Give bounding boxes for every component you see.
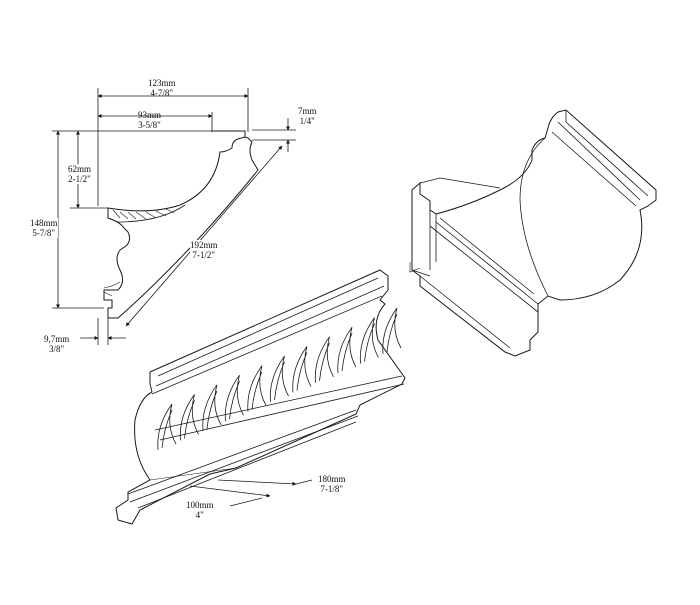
overall-width-imperial: 4-7/8" — [150, 88, 174, 98]
bottom-lip-metric: 9,7mm — [44, 334, 70, 344]
profile-dimension-lines — [52, 88, 296, 345]
ornament-leaf — [247, 365, 267, 412]
label-overall-height: 148mm 5-7/8" — [30, 218, 58, 238]
ornament-leaf — [157, 403, 177, 451]
ornament-leaf — [269, 355, 289, 403]
label-bottom-lip: 9,7mm 3/8" — [44, 334, 69, 354]
isometric-length-view — [115, 269, 406, 525]
ornament-leaf — [179, 394, 199, 441]
ornament-leaf — [382, 307, 402, 355]
bottom-lip-imperial: 3/8" — [49, 344, 65, 354]
top-lip-imperial: 1/4" — [299, 116, 315, 126]
label-diagonal-projection: 192mm 7-1/2" — [190, 240, 218, 260]
front-view — [409, 109, 657, 357]
label-inner-width: 93mm 3-5/8" — [138, 110, 161, 130]
diagonal-projection-imperial: 7-1/2" — [192, 250, 216, 260]
pattern-repeat-metric: 100mm — [186, 500, 214, 510]
cove-height-imperial: 2-1/2" — [68, 174, 91, 184]
label-cove-height: 62mm 2-1/2" — [68, 164, 92, 184]
inner-width-metric: 93mm — [138, 110, 162, 120]
pattern-repeat-imperial: 4" — [195, 510, 204, 520]
ornament-leaf — [224, 374, 244, 422]
overall-height-imperial: 5-7/8" — [32, 228, 56, 238]
label-pattern-length: 180mm 7-1/8" — [318, 474, 346, 494]
cove-height-metric: 62mm — [68, 164, 92, 174]
label-top-lip: 7mm 1/4" — [298, 106, 317, 126]
length-dimension-lines — [189, 479, 313, 507]
pattern-length-metric: 180mm — [318, 474, 346, 484]
label-pattern-repeat: 100mm 4" — [186, 500, 214, 520]
profile-outline — [103, 130, 259, 319]
ornament-leaf — [202, 384, 222, 431]
inner-width-imperial: 3-5/8" — [138, 120, 161, 130]
length-outline — [115, 269, 406, 525]
top-lip-metric: 7mm — [298, 106, 317, 116]
ornament-leaf — [359, 317, 379, 364]
ornament-leaves — [157, 307, 402, 451]
diagonal-projection-metric: 192mm — [190, 240, 218, 250]
profile-section — [103, 130, 259, 319]
overall-height-metric: 148mm — [30, 218, 58, 228]
ornament-leaf — [314, 336, 334, 383]
overall-width-metric: 123mm — [148, 78, 176, 88]
ornament-leaf — [292, 346, 312, 393]
pattern-length-imperial: 7-1/8" — [320, 484, 344, 494]
label-overall-width: 123mm 4-7/8" — [148, 78, 176, 98]
ornament-leaf — [337, 326, 357, 374]
front-view-outline — [411, 109, 657, 357]
